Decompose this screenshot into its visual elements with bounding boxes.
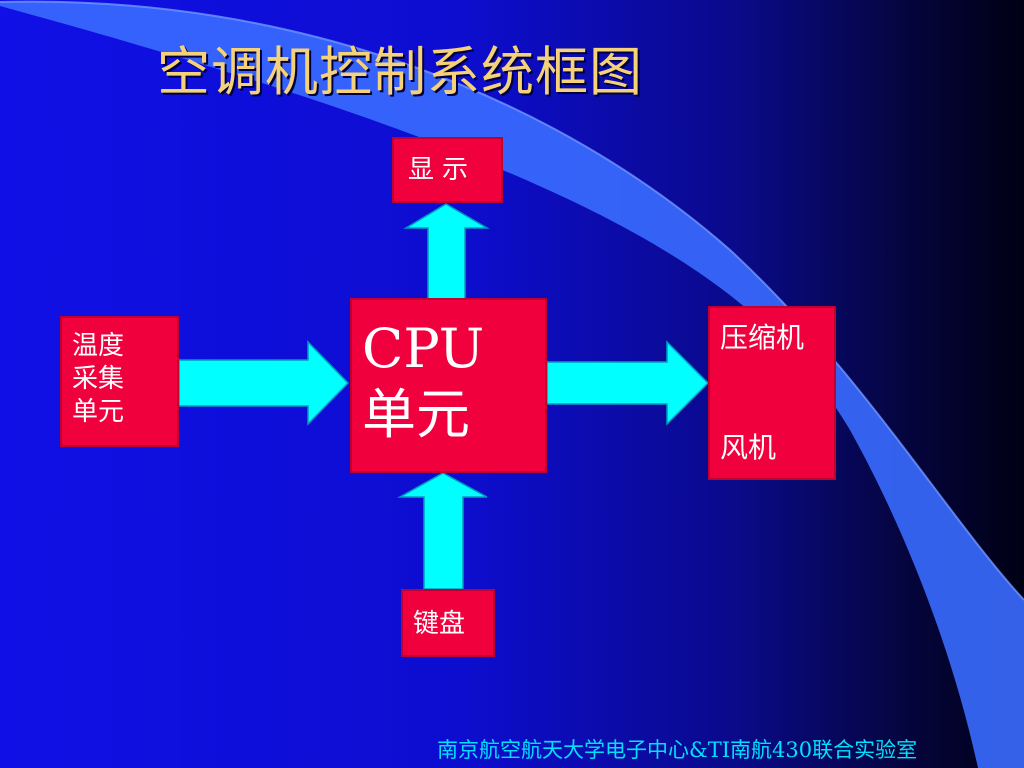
fan-label: 风机 <box>720 431 777 464</box>
arrow-keyboard-to-cpu <box>397 472 488 590</box>
background-swoosh-line <box>0 0 1024 601</box>
arrow-cpu-to-display <box>403 203 490 301</box>
compressor-label: 压缩机 <box>720 321 805 354</box>
temperature-unit-box: 温度 采集 单元 <box>60 316 179 447</box>
cpu-unit-line-2: 单元 <box>362 383 470 446</box>
arrow-temperature-to-cpu <box>178 340 350 426</box>
footer-credit: 南京航空航天大学电子中心&TI南航430联合实验室 <box>437 738 918 762</box>
temperature-unit-line-3: 单元 <box>72 397 125 427</box>
keyboard-box: 键盘 <box>401 589 495 657</box>
temperature-unit-line-1: 温度 <box>72 331 125 361</box>
arrow-cpu-to-output <box>546 340 710 426</box>
page-title: 空调机控制系统框图 <box>157 42 643 103</box>
cpu-unit-box: CPU 单元 <box>350 298 547 473</box>
display-box: 显示 <box>392 137 503 203</box>
temperature-unit-line-2: 采集 <box>72 364 125 394</box>
compressor-fan-box: 压缩机 风机 <box>708 306 836 480</box>
cpu-unit-line-1: CPU <box>362 317 485 380</box>
